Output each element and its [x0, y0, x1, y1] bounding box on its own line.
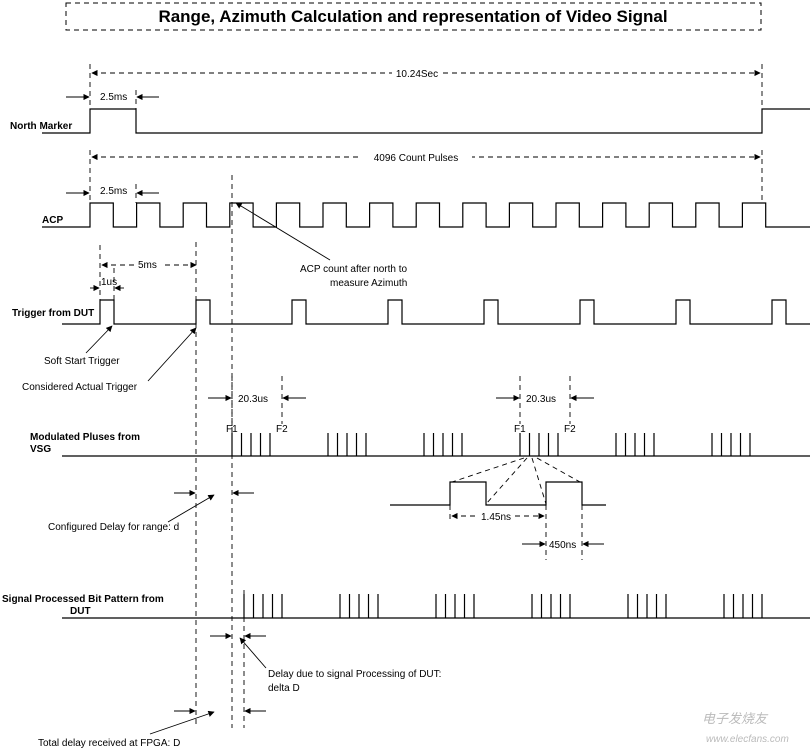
sub-pulse-zoom-signal [390, 481, 606, 506]
actual-trigger-pointer [147, 327, 197, 382]
processed-pulse-bursts [243, 594, 763, 618]
trigger-period-label-bg [134, 257, 164, 270]
acp-count-pointer [235, 202, 331, 261]
north-period-label-bg [392, 66, 442, 79]
acp-width-label: 2.5ms [100, 186, 127, 197]
trigger-period-label: 5ms [138, 260, 157, 271]
configured-delay-pointer [167, 494, 215, 523]
modulated-label-line2: VSG [30, 444, 51, 455]
north-marker-label: North Marker [10, 121, 72, 132]
north-period-label: 10.24Sec [396, 69, 438, 80]
processed-label-line1: Signal Processed Bit Pattern from [2, 594, 164, 605]
trigger-signal [62, 299, 810, 325]
window2-label: 20.3us [526, 394, 556, 405]
f2-marker-b: F2 [564, 424, 576, 435]
modulated-label-line1: Modulated Pluses from [30, 432, 140, 443]
watermark-line2: www.elecfans.com [706, 734, 789, 745]
zoom-guide-lines [451, 457, 581, 505]
north-width-label: 2.5ms [100, 92, 127, 103]
total-delay-pointer [149, 710, 215, 735]
actual-trigger-note: Considered Actual Trigger [22, 382, 138, 393]
processing-delay-pointer [239, 637, 267, 669]
trigger-width-label: 1us [101, 277, 117, 288]
watermark-line1: 电子发烧友 [702, 711, 769, 726]
total-delay-note: Total delay received at FPGA: D [38, 738, 180, 749]
configured-delay-note: Configured Delay for range: d [48, 522, 179, 533]
acp-signal [42, 202, 810, 228]
window1-label: 20.3us [238, 394, 268, 405]
trigger-label: Trigger from DUT [12, 308, 94, 319]
sub-width-label: 450ns [549, 540, 576, 551]
f1-marker-b: F1 [514, 424, 526, 435]
acp-count-label: 4096 Count Pulses [374, 153, 459, 164]
diagram-title: Range, Azimuth Calculation and represent… [158, 7, 667, 26]
processing-delay-note-line2: delta D [268, 683, 300, 694]
processing-delay-note-line1: Delay due to signal Processing of DUT: [268, 669, 441, 680]
acp-count-note-line2: measure Azimuth [330, 278, 407, 289]
acp-label: ACP [42, 215, 63, 226]
north-marker-signal [42, 108, 810, 134]
f2-marker-a: F2 [276, 424, 288, 435]
acp-count-label-bg [360, 150, 472, 163]
processed-label-line2: DUT [70, 606, 91, 617]
soft-start-note: Soft Start Trigger [44, 356, 120, 367]
sub-period-label: 1.45ns [481, 512, 511, 523]
acp-count-note-line1: ACP count after north to [300, 264, 408, 275]
sub-period-label-bg [478, 509, 514, 522]
modulated-pulse-bursts [231, 433, 751, 456]
soft-start-pointer [85, 325, 113, 354]
